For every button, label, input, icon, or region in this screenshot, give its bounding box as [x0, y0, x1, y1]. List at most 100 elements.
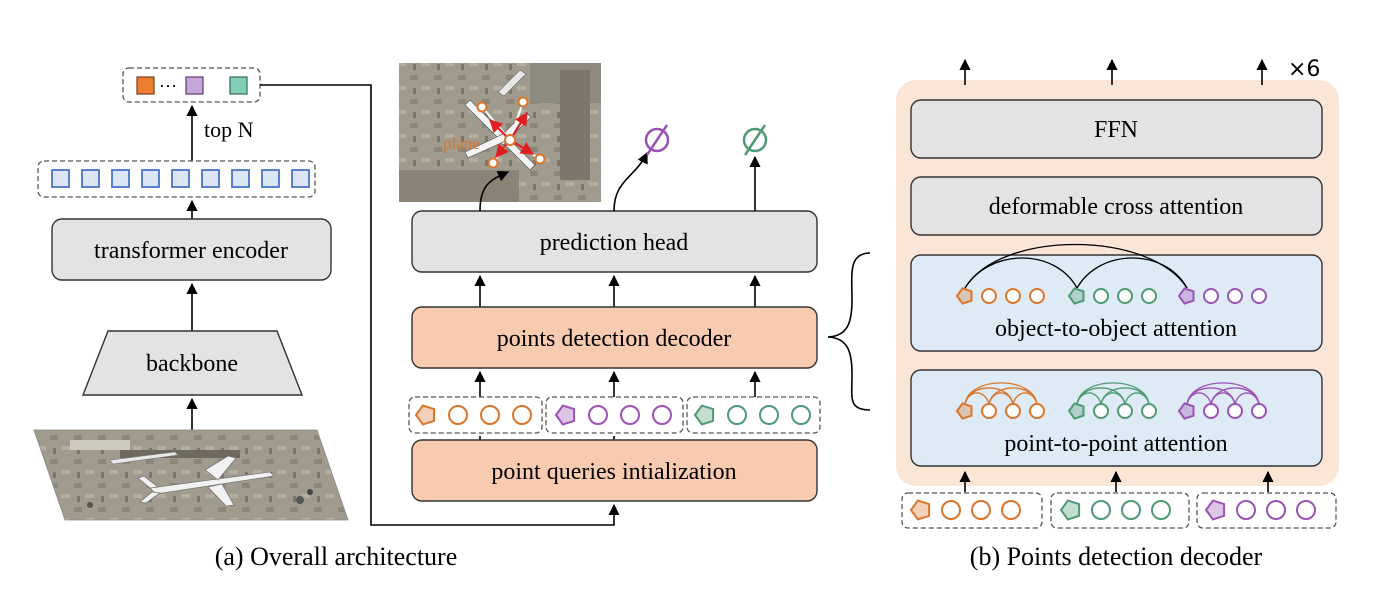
obj-purple-point-1 — [1203, 288, 1219, 304]
object-attention-arc-3 — [964, 244, 1188, 289]
keypoint-4 — [534, 153, 546, 165]
orange-query-square — [136, 76, 155, 95]
in-green-pentagon — [1059, 499, 1081, 521]
transformer-encoder-box — [51, 218, 332, 281]
right-panel: ×6 FFN deformable cross attention object… — [896, 57, 1339, 571]
input-aerial-image — [33, 429, 349, 521]
keypoint-overlay — [476, 96, 546, 169]
encoder-token-1 — [51, 169, 70, 188]
encoder-token-5 — [171, 169, 190, 188]
backbone-label: backbone — [146, 351, 238, 377]
query-groups-middle — [414, 404, 811, 426]
encoder-tokens — [51, 169, 310, 188]
point-attention-label: point-to-point attention — [1004, 431, 1227, 457]
top-n-label: top N — [204, 117, 254, 142]
obj-purple-point-3 — [1251, 288, 1267, 304]
point-arc-green-6 — [1124, 392, 1150, 405]
point-arc-orange-6 — [1012, 392, 1038, 405]
pt-green-point-1 — [1093, 403, 1109, 419]
point-attention-queries — [955, 402, 1267, 420]
mid-orange-point-1 — [448, 405, 468, 425]
encoder-token-9 — [291, 169, 310, 188]
point-attention-arcs — [964, 382, 1260, 405]
in-green-point-3 — [1151, 500, 1171, 520]
mid-orange-point-3 — [512, 405, 532, 425]
in-purple-point-3 — [1296, 500, 1316, 520]
selected-dots: ··· — [159, 76, 177, 96]
obj-green-point-2 — [1117, 288, 1133, 304]
transformer-encoder-label: transformer encoder — [94, 238, 288, 264]
obj-orange-pentagon — [955, 287, 973, 305]
encoder-token-8 — [261, 169, 280, 188]
query-group-box-purple — [545, 396, 684, 434]
in-orange-point-3 — [1001, 500, 1021, 520]
mid-purple-pentagon — [554, 404, 576, 426]
mid-green-point-2 — [759, 405, 779, 425]
prediction-head-label: prediction head — [540, 230, 689, 256]
middle-panel: plane prediction head points detection d… — [399, 63, 871, 502]
caption-a: (a) Overall architecture — [215, 542, 458, 571]
pt-purple-point-1 — [1203, 403, 1219, 419]
mid-green-point-1 — [727, 405, 747, 425]
mid-green-point-3 — [791, 405, 811, 425]
obj-purple-pentagon — [1177, 287, 1195, 305]
points-detection-decoder-box — [411, 306, 818, 369]
encoder-token-2 — [81, 169, 100, 188]
in-green-point-1 — [1091, 500, 1111, 520]
in-orange-pentagon — [909, 499, 931, 521]
pt-purple-point-3 — [1251, 403, 1267, 419]
encoder-token-3 — [111, 169, 130, 188]
repeat-label: ×6 — [1288, 57, 1320, 82]
in-orange-point-2 — [971, 500, 991, 520]
pt-green-point-2 — [1117, 403, 1133, 419]
teal-query-square — [229, 76, 248, 95]
obj-green-point-3 — [1141, 288, 1157, 304]
obj-orange-point-3 — [1029, 288, 1045, 304]
in-green-point-2 — [1121, 500, 1141, 520]
query-group-box-orange — [408, 396, 543, 434]
pt-green-pentagon — [1067, 402, 1085, 420]
point-arc-purple-6 — [1234, 392, 1260, 405]
object-attention-queries — [955, 287, 1267, 305]
query-group-box-green — [686, 396, 821, 434]
ffn-label: FFN — [1094, 117, 1138, 143]
selected-to-init-connector — [260, 84, 620, 526]
in-purple-point-1 — [1236, 500, 1256, 520]
in-orange-point-1 — [941, 500, 961, 520]
pt-purple-point-2 — [1227, 403, 1243, 419]
mid-orange-point-2 — [480, 405, 500, 425]
keypoint-1 — [476, 101, 488, 113]
points-detection-decoder-label: points detection decoder — [497, 326, 732, 352]
input-query-groups — [909, 499, 1316, 521]
obj-green-point-1 — [1093, 288, 1109, 304]
backbone-trapezoid — [81, 330, 304, 396]
keypoint-2 — [487, 157, 499, 169]
pt-orange-point-1 — [981, 403, 997, 419]
point-queries-init-label: point queries intialization — [491, 459, 736, 485]
mid-purple-point-2 — [620, 405, 640, 425]
encoder-token-7 — [231, 169, 250, 188]
keypoint-3 — [517, 96, 529, 108]
deformable-cross-attention-label: deformable cross attention — [989, 194, 1244, 220]
obj-orange-point-1 — [981, 288, 997, 304]
head-to-image-arrow — [479, 170, 510, 212]
ffn-box — [910, 99, 1323, 159]
obj-orange-point-2 — [1005, 288, 1021, 304]
input-group-box-green — [1050, 492, 1190, 529]
pt-purple-pentagon — [1177, 402, 1195, 420]
in-purple-point-2 — [1266, 500, 1286, 520]
decoder-expansion-brace — [827, 252, 871, 411]
obj-green-pentagon — [1067, 287, 1085, 305]
pt-orange-point-2 — [1005, 403, 1021, 419]
pt-orange-pentagon — [955, 402, 973, 420]
point-queries-init-box — [411, 439, 818, 502]
mid-purple-point-1 — [588, 405, 608, 425]
left-panel: ··· top N transformer encoder backbone — [33, 67, 620, 571]
empty-set-purple — [644, 124, 670, 156]
head-to-empty-purple-arrow — [613, 151, 648, 212]
purple-query-square — [185, 76, 204, 95]
mid-purple-point-3 — [652, 405, 672, 425]
encoder-token-6 — [201, 169, 220, 188]
pt-orange-point-3 — [1029, 403, 1045, 419]
